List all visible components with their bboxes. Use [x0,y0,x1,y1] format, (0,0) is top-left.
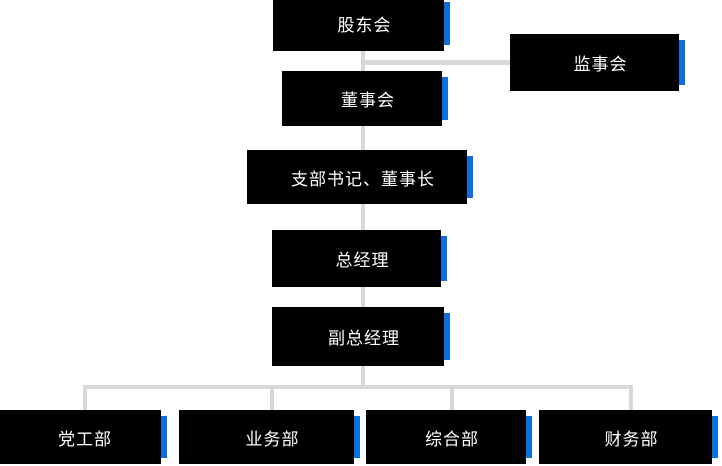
org-node-general-manager: 总经理 [272,230,447,287]
connector-drop-general-affairs-dept [450,388,454,416]
org-node-party-work-dept: 党工部 [0,410,167,464]
org-node-general-affairs-dept: 综合部 [366,410,532,464]
connector-spine-dgm-to-bus [361,360,365,388]
connector-spine-secretary-to-gm [361,198,365,237]
org-node-label-business-dept: 业务部 [245,429,300,449]
connector-bottom-bus [83,385,633,389]
org-node-label-party-work-dept: 党工部 [58,429,112,449]
org-node-label-supervisory-board: 监事会 [573,55,628,74]
org-node-supervisory-board: 监事会 [510,34,685,91]
org-node-board-of-directors: 董事会 [282,71,448,126]
org-node-label-board-of-directors: 董事会 [341,91,395,110]
org-node-shareholders-meeting: 股东会 [273,0,450,51]
org-node-label-general-manager: 总经理 [335,251,390,270]
connector-drop-finance-dept [629,388,633,416]
org-node-business-dept: 业务部 [179,410,360,464]
org-node-finance-dept: 财务部 [539,410,718,464]
org-node-deputy-general-manager: 副总经理 [272,307,450,366]
org-node-label-finance-dept: 财务部 [604,429,659,449]
org-node-branch-secretary-chairman: 支部书记、董事长 [247,150,473,204]
connector-spine-board-to-secretary [361,120,365,157]
connector-branch-to-supervisory-board [361,60,516,65]
org-node-label-branch-secretary-chairman: 支部书记、董事长 [291,169,435,189]
org-node-label-deputy-general-manager: 副总经理 [328,329,400,348]
connector-drop-party-work-dept [83,388,87,416]
connector-drop-business-dept [270,388,274,416]
org-node-label-shareholders-meeting: 股东会 [337,16,392,35]
connector-spine-gm-to-dgm [361,281,365,314]
org-node-label-general-affairs-dept: 综合部 [425,429,479,449]
